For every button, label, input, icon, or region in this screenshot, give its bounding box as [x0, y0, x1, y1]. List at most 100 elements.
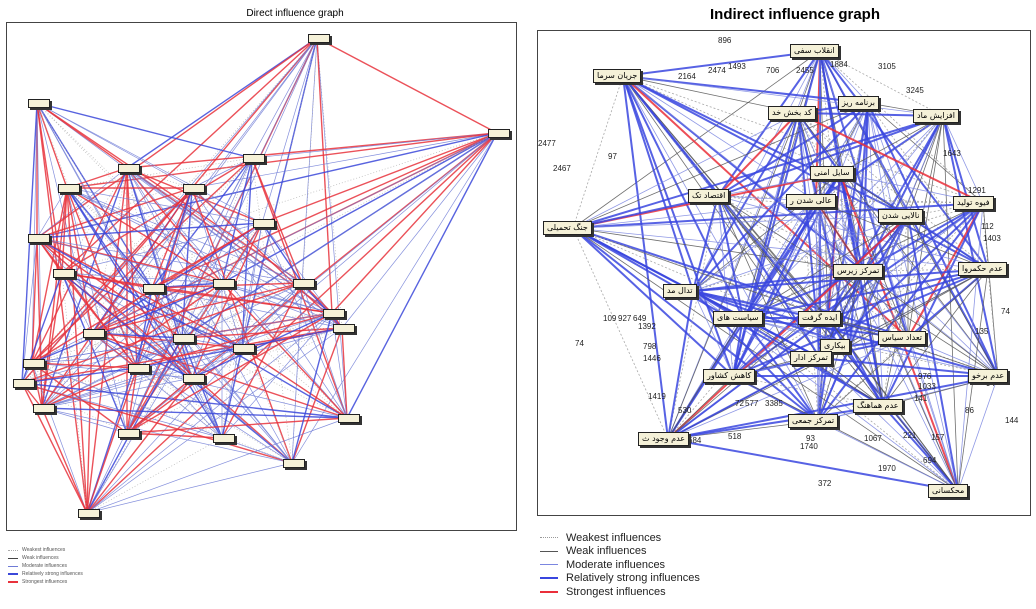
influence-edge: [817, 337, 909, 422]
influence-edge: [241, 347, 348, 419]
influence-edge: [622, 75, 869, 104]
influence-edge: [572, 227, 909, 339]
influence-edge: [36, 102, 253, 159]
graph-node: تمرکز زیرس: [833, 264, 884, 278]
edge-weight-label: 927: [618, 314, 632, 323]
legend-label: Strongest influences: [22, 579, 68, 585]
influence-edge: [827, 317, 999, 377]
influence-edge: [61, 187, 68, 274]
graph-node: بیکاری: [820, 339, 850, 353]
influence-edge: [151, 287, 333, 314]
influence-edge: [942, 115, 984, 204]
influence-edge: [66, 187, 128, 434]
influence-edge: [21, 367, 138, 384]
influence-edge: [261, 222, 303, 284]
influence-edge: [622, 75, 694, 292]
influence-edge: [66, 187, 153, 289]
influence-edge: [31, 362, 193, 379]
influence-edge: [572, 227, 864, 272]
influence-edge: [41, 282, 223, 409]
influence-edge: [181, 187, 193, 339]
influence-edge: [36, 237, 348, 419]
legend-label: Relatively strong influences: [22, 571, 83, 577]
influence-edge: [191, 187, 243, 349]
influence-edge: [31, 102, 38, 364]
influence-edge: [126, 367, 138, 434]
influence-edge: [31, 362, 138, 369]
influence-edge: [21, 382, 348, 419]
legend-label: Moderate influences: [22, 563, 68, 569]
influence-edge: [815, 115, 944, 202]
edge-weight-label: 157: [931, 433, 945, 442]
influence-edge: [36, 102, 88, 514]
influence-edge: [291, 282, 303, 464]
influence-edge: [797, 112, 909, 217]
influence-edge: [667, 290, 694, 440]
indirect-legend-item: Moderate influences: [540, 558, 700, 572]
influence-edge: [667, 337, 909, 440]
legend-swatch: [540, 564, 558, 566]
direct-legend-item: Weakest influences: [8, 546, 83, 554]
graph-node: [213, 434, 235, 443]
influence-edge: [61, 272, 138, 369]
influence-edge: [692, 290, 999, 377]
influence-edge: [622, 75, 734, 377]
influence-edge: [717, 195, 989, 270]
influence-edge: [41, 377, 193, 409]
influence-edge: [31, 167, 128, 364]
direct-legend-item: Weak influences: [8, 554, 83, 562]
graph-node: افزایش ماد: [913, 109, 959, 123]
influence-edge: [36, 102, 183, 339]
graph-node: تمرکز ادار: [790, 351, 832, 365]
graph-node: [233, 344, 255, 353]
influence-edge: [797, 112, 851, 347]
edge-weight-label: 2455: [796, 66, 814, 75]
influence-edge: [251, 157, 293, 464]
influence-edge: [86, 187, 193, 514]
influence-edge: [86, 282, 223, 514]
edge-weight-label: 74: [575, 339, 584, 348]
influence-edge: [151, 287, 223, 439]
graph-node: تمرکز جمعی: [788, 414, 839, 428]
influence-edge: [241, 37, 318, 349]
influence-edge: [36, 102, 303, 284]
influence-edge: [151, 287, 193, 379]
graph-node: [23, 359, 45, 368]
graph-node: جنگ تحمیلی: [543, 221, 592, 235]
influence-edge: [942, 115, 999, 377]
influence-edge: [221, 157, 253, 284]
influence-edge: [717, 195, 909, 339]
influence-edge: [41, 37, 318, 409]
influence-edge: [36, 102, 263, 224]
influence-edge: [86, 132, 498, 514]
influence-edge: [622, 75, 817, 202]
indirect-legend-item: Weak influences: [540, 545, 700, 559]
influence-edge: [191, 132, 498, 189]
legend-swatch: [8, 557, 18, 559]
influence-edge: [86, 282, 303, 514]
influence-edge: [126, 167, 193, 379]
direct-legend-item: Strongest influences: [8, 578, 83, 586]
edge-weight-label: 372: [818, 479, 832, 488]
influence-edge: [301, 37, 318, 284]
influence-edge: [191, 377, 293, 464]
edge-weight-label: 1419: [648, 392, 666, 401]
influence-edge: [316, 37, 498, 134]
influence-edge: [301, 282, 348, 419]
influence-edge: [136, 337, 183, 369]
graph-node: [488, 129, 510, 138]
graph-node: کد بخش خد: [768, 106, 816, 120]
influence-edge: [126, 327, 343, 434]
direct-graph-canvas: [21, 37, 498, 514]
graph-node: [28, 99, 50, 108]
influence-edge: [91, 157, 253, 334]
graph-node: [173, 334, 195, 343]
graph-node: اقتصاد تک: [688, 189, 730, 203]
graph-node: [128, 364, 150, 373]
influence-edge: [66, 187, 223, 284]
edge-weight-label: 3105: [878, 62, 896, 71]
influence-edge: [692, 195, 719, 292]
indirect-legend-item: Weakest influences: [540, 531, 700, 545]
influence-edge: [732, 375, 884, 407]
